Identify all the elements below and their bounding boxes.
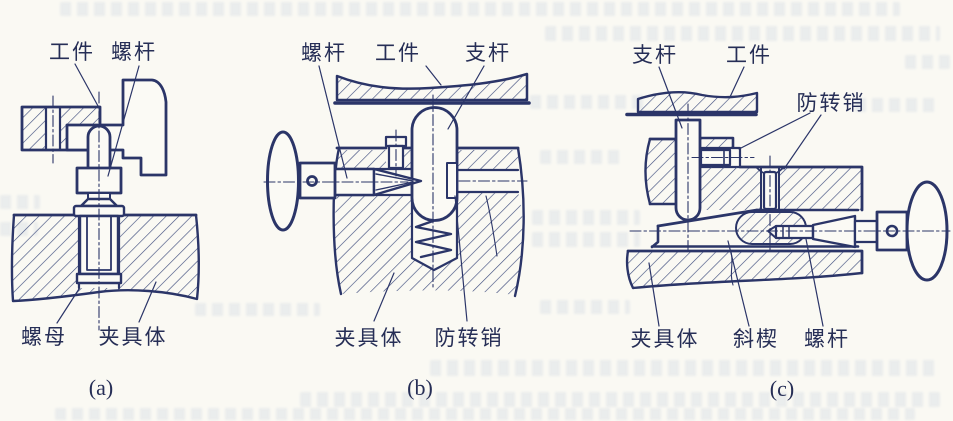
label-anti-rotation-pin-c: 防转销: [796, 91, 866, 115]
ghost-text-artifact: [55, 408, 915, 420]
ghost-text-artifact: [540, 300, 630, 314]
ghost-text-artifact: [532, 232, 640, 247]
label-fixture-body-c: 夹具体: [630, 327, 700, 351]
ghost-text-artifact: [545, 26, 940, 41]
label-fixture-body-a: 夹具体: [98, 325, 168, 349]
ghost-text-artifact: [0, 195, 40, 209]
ghost-text-artifact: [855, 98, 940, 112]
label-support-rod-b: 支杆: [465, 41, 511, 65]
diagram-b: [263, 65, 531, 322]
ghost-text-artifact: [530, 95, 645, 109]
caption-b: (b): [407, 375, 433, 400]
ghost-text-artifact: [905, 55, 950, 69]
label-fixture-body-b: 夹具体: [334, 326, 404, 350]
ghost-text-artifact: [430, 360, 940, 376]
caption-c: (c): [769, 376, 795, 401]
label-screw-rod-c: 螺杆: [804, 327, 850, 351]
caption-a: (a): [88, 375, 114, 400]
label-workpiece-b: 工件: [375, 41, 421, 65]
label-workpiece-c: 工件: [726, 43, 772, 67]
ghost-text-artifact: [300, 392, 940, 407]
ghost-text-artifact: [540, 150, 620, 164]
label-wedge-c: 斜楔: [733, 327, 779, 351]
ghost-text-artifact: [195, 303, 320, 316]
diagram-a: [10, 63, 201, 331]
label-screw-rod-b: 螺杆: [301, 41, 347, 65]
ghost-text-artifact: [532, 210, 640, 225]
diagram-c: [625, 66, 951, 327]
label-workpiece-a: 工件: [49, 40, 95, 64]
label-nut-a: 螺母: [21, 325, 67, 349]
label-anti-rotation-pin-b: 防转销: [434, 326, 504, 350]
label-support-rod-c: 支杆: [632, 43, 678, 67]
label-screw-rod-a: 螺杆: [111, 40, 157, 64]
ghost-text-artifact: [60, 2, 900, 16]
